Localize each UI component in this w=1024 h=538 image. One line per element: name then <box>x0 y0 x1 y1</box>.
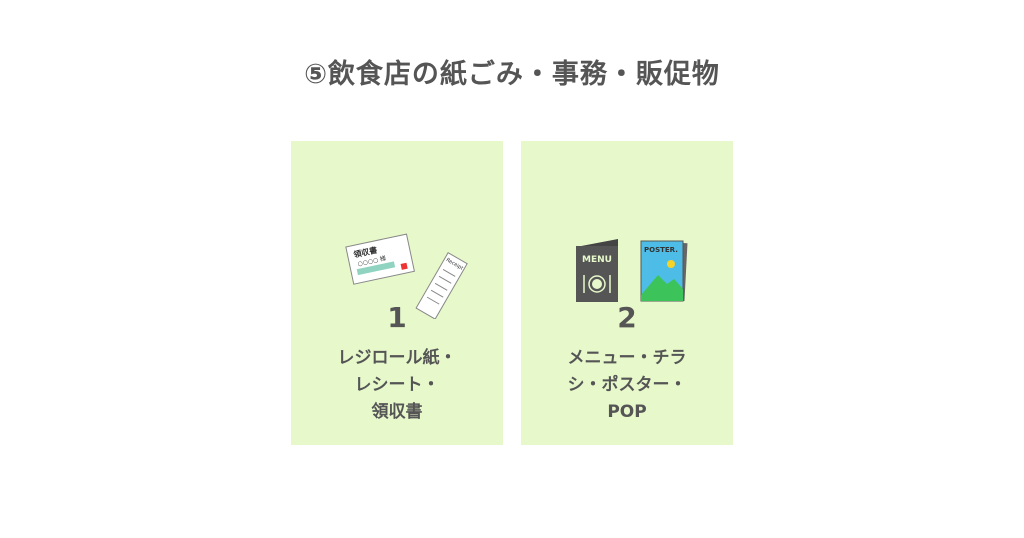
label-line: 領収書 <box>371 402 423 422</box>
label-line: レジロール紙・ <box>337 348 457 368</box>
receipt-icon: 領収書 ○○○○ 様 Receipt <box>345 233 468 319</box>
svg-text:MENU: MENU <box>582 255 612 265</box>
label-line: レシート・ <box>354 375 440 395</box>
label-line: シ・ポスター・ <box>567 375 687 395</box>
card-receipts: 1 領収書 ○○○○ 様 Receipt レジロール紙・ レシート・ 領収書 <box>291 141 503 445</box>
svg-text:POSTER.: POSTER. <box>644 246 678 254</box>
card-menus-posters: 2 MENU POSTER. メニュー・チラ シ・ポスター・ POP <box>521 141 733 445</box>
page-title: ⑤飲食店の紙ごみ・事務・販促物 <box>304 59 720 90</box>
card-number: 1 <box>387 301 407 334</box>
card-label: メニュー・チラ シ・ポスター・ POP <box>521 345 733 426</box>
label-line: POP <box>607 402 647 422</box>
card-label: レジロール紙・ レシート・ 領収書 <box>291 345 503 426</box>
card-number: 2 <box>617 301 637 334</box>
menu-poster-icon: MENU POSTER. <box>576 239 688 302</box>
label-line: メニュー・チラ <box>567 348 687 368</box>
